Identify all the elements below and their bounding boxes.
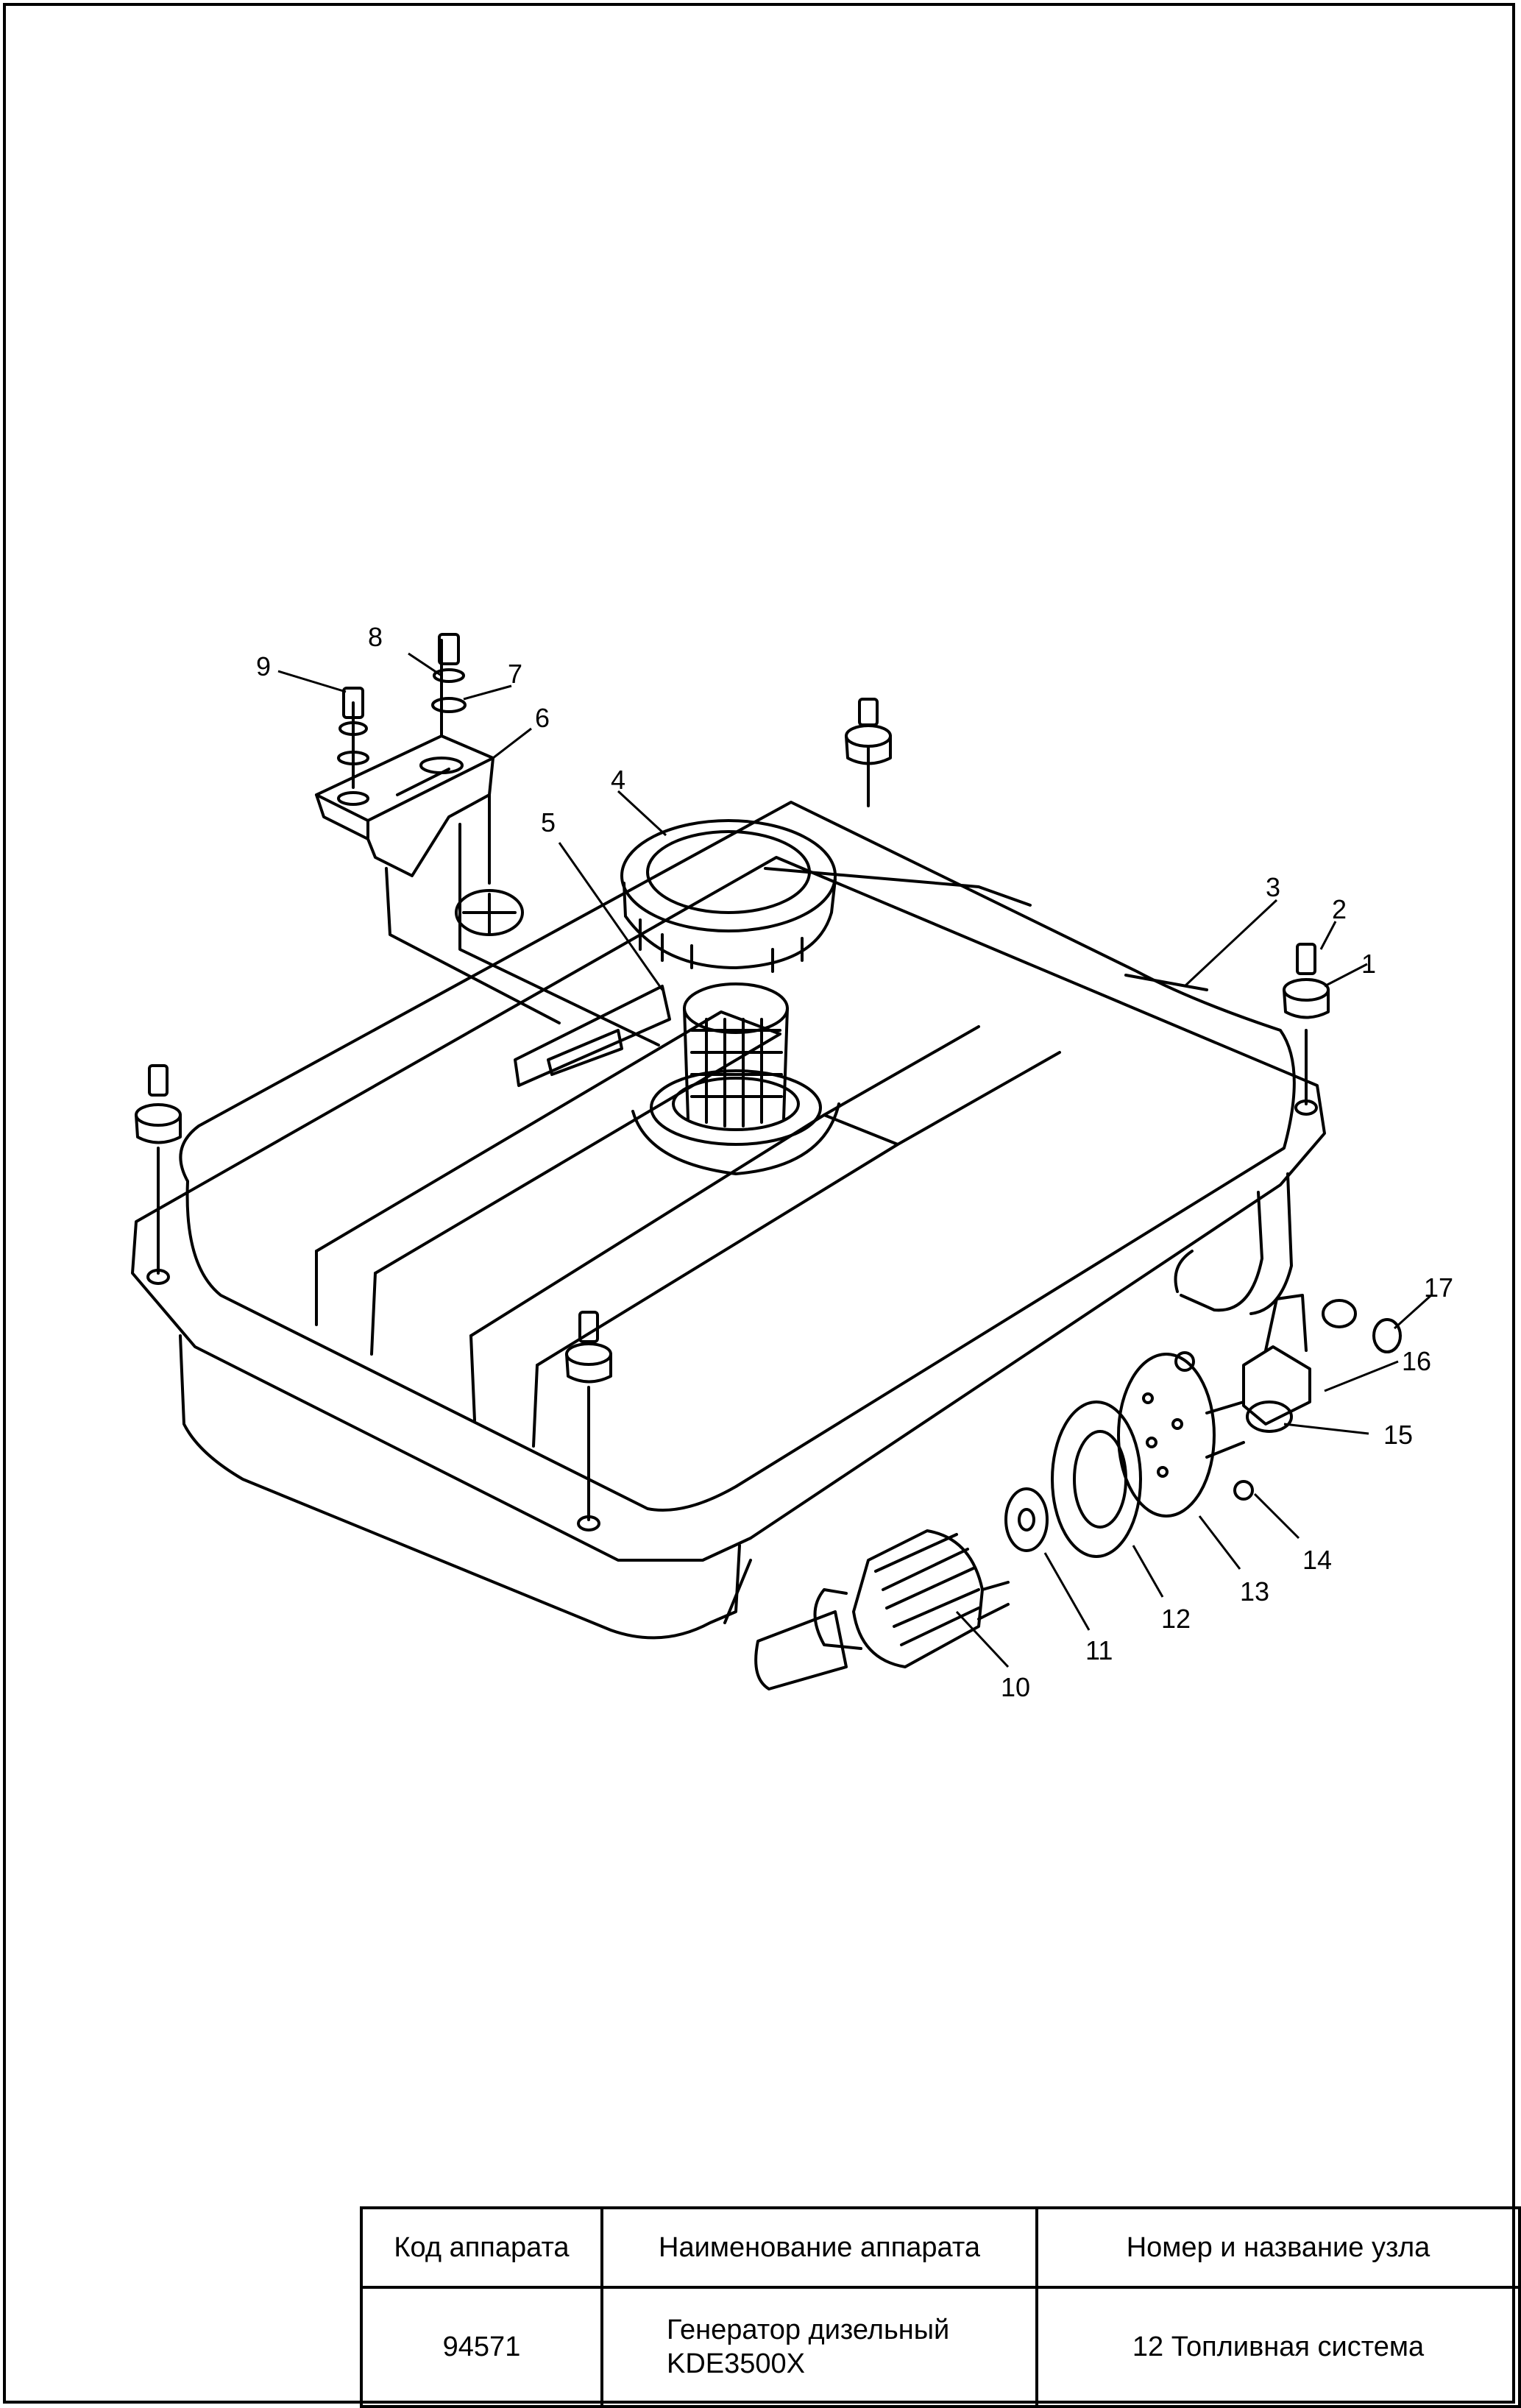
- device-name-line1: Генератор дизельный: [667, 2315, 950, 2345]
- callout-9: 9: [256, 651, 271, 681]
- screws-14: [1174, 1351, 1254, 1501]
- unit-name-value: 12 Топливная система: [1035, 2286, 1521, 2408]
- device-name-value: Генератор дизельный KDE3500X: [600, 2286, 1038, 2408]
- title-block-table: Код аппарата Наименование аппарата Номер…: [360, 2206, 1521, 2408]
- callout-11: 11: [1085, 1635, 1113, 1665]
- callout-14: 14: [1302, 1545, 1332, 1575]
- callout-1: 1: [1361, 949, 1376, 979]
- fuel-cap: [620, 819, 837, 973]
- filler-neck: [631, 1069, 840, 1175]
- callout-3: 3: [1266, 872, 1280, 902]
- callout-16: 16: [1402, 1346, 1431, 1376]
- callout-8: 8: [368, 622, 383, 652]
- callout-4: 4: [611, 765, 625, 795]
- callout-10: 10: [1001, 1672, 1030, 1702]
- bolt-9: [337, 687, 369, 765]
- callout-12: 12: [1161, 1604, 1191, 1634]
- bolt-7-8: [431, 633, 467, 713]
- callout-17: 17: [1424, 1272, 1453, 1303]
- fuel-tank: [131, 746, 1326, 1640]
- header-unit-name: Номер и название узла: [1035, 2206, 1521, 2289]
- rubber-mount: [135, 698, 1330, 1384]
- callout-13: 13: [1240, 1576, 1269, 1607]
- fuel-strainer: [683, 982, 789, 1127]
- device-name-line2: KDE3500X: [667, 2348, 806, 2379]
- callout-5: 5: [541, 807, 556, 838]
- fuel-system-exploded-diagram: 1 2 3 4 5 6 7 8 9 10 11 12 13 14 15 16 1…: [131, 622, 1453, 1702]
- callout-15: 15: [1383, 1420, 1413, 1450]
- fuel-cock-15-16: [1242, 1294, 1402, 1433]
- callout-6: 6: [535, 703, 550, 733]
- header-device-code: Код аппарата: [360, 2206, 603, 2289]
- fuel-filter: [754, 1529, 1010, 1690]
- callout-labels: 1 2 3 4 5 6 7 8 9 10 11 12 13 14 15 16 1…: [256, 622, 1453, 1702]
- device-code-value: 94571: [360, 2286, 603, 2408]
- leader-lines: [277, 652, 1433, 1668]
- washer-11: [1004, 1487, 1049, 1552]
- header-device-name: Наименование аппарата: [600, 2206, 1038, 2289]
- callout-2: 2: [1332, 894, 1347, 924]
- callout-7: 7: [508, 659, 522, 689]
- flange-13: [1117, 1353, 1245, 1518]
